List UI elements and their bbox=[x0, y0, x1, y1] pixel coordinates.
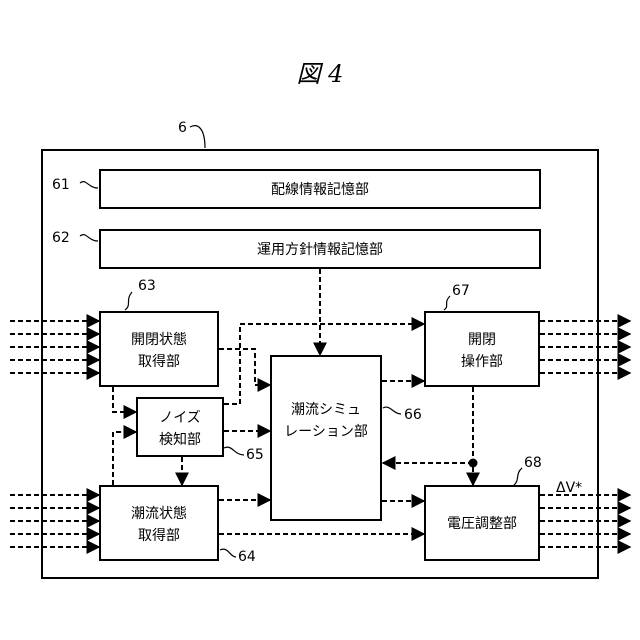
noise-detection-line2: 検知部 bbox=[159, 431, 201, 448]
policy-info-storage-label: 運用方針情報記憶部 bbox=[257, 241, 383, 258]
ref-65-leader bbox=[224, 447, 244, 455]
ref-68: 68 bbox=[524, 455, 542, 471]
junction-dot bbox=[469, 459, 478, 468]
ref-61: 61 bbox=[52, 177, 70, 193]
ref-66: 66 bbox=[404, 407, 422, 423]
ref-67-leader bbox=[444, 296, 450, 310]
ref-66-leader bbox=[383, 407, 401, 414]
flow-state-acquisition-block bbox=[100, 486, 218, 560]
ref-65: 65 bbox=[246, 447, 264, 463]
noise-detection-line1: ノイズ bbox=[159, 410, 201, 426]
flow-state-acquisition-line1: 潮流状態 bbox=[131, 506, 187, 522]
switch-operation-line1: 開閉 bbox=[468, 332, 496, 348]
flow-simulation-line2: レーション部 bbox=[284, 424, 368, 440]
ref-62: 62 bbox=[52, 230, 70, 246]
voltage-adjustment-label: 電圧調整部 bbox=[447, 516, 517, 532]
ref-63: 63 bbox=[138, 278, 156, 294]
delta-v-label: ΔV* bbox=[556, 480, 582, 496]
ref-62-leader bbox=[80, 235, 98, 241]
figure-title: 図 4 bbox=[297, 60, 344, 88]
ref-61-leader bbox=[80, 182, 98, 188]
wiring-info-storage-label: 配線情報記憶部 bbox=[271, 181, 369, 198]
flow-state-acquisition-line2: 取得部 bbox=[138, 527, 180, 544]
switch-state-acquisition-block bbox=[100, 312, 218, 386]
flow-simulation-line1: 潮流シミュ bbox=[291, 402, 361, 418]
switch-state-inputs bbox=[10, 321, 99, 373]
ref-68-leader bbox=[514, 468, 522, 485]
switch-operation-line2: 操作部 bbox=[461, 354, 503, 370]
ref-64: 64 bbox=[238, 549, 256, 565]
system-ref: 6 bbox=[178, 120, 187, 136]
switch-operation-outputs bbox=[540, 321, 630, 373]
system-ref-leader bbox=[190, 126, 205, 148]
ref-67: 67 bbox=[452, 283, 470, 299]
switch-state-acquisition-line2: 取得部 bbox=[138, 353, 180, 370]
switch-operation-block bbox=[425, 312, 539, 386]
ref-64-leader bbox=[220, 549, 236, 557]
switch-state-acquisition-line1: 開閉状態 bbox=[131, 332, 187, 348]
voltage-adjustment-outputs bbox=[540, 495, 630, 547]
ref-63-leader bbox=[125, 292, 132, 310]
flow-state-inputs bbox=[10, 495, 99, 547]
